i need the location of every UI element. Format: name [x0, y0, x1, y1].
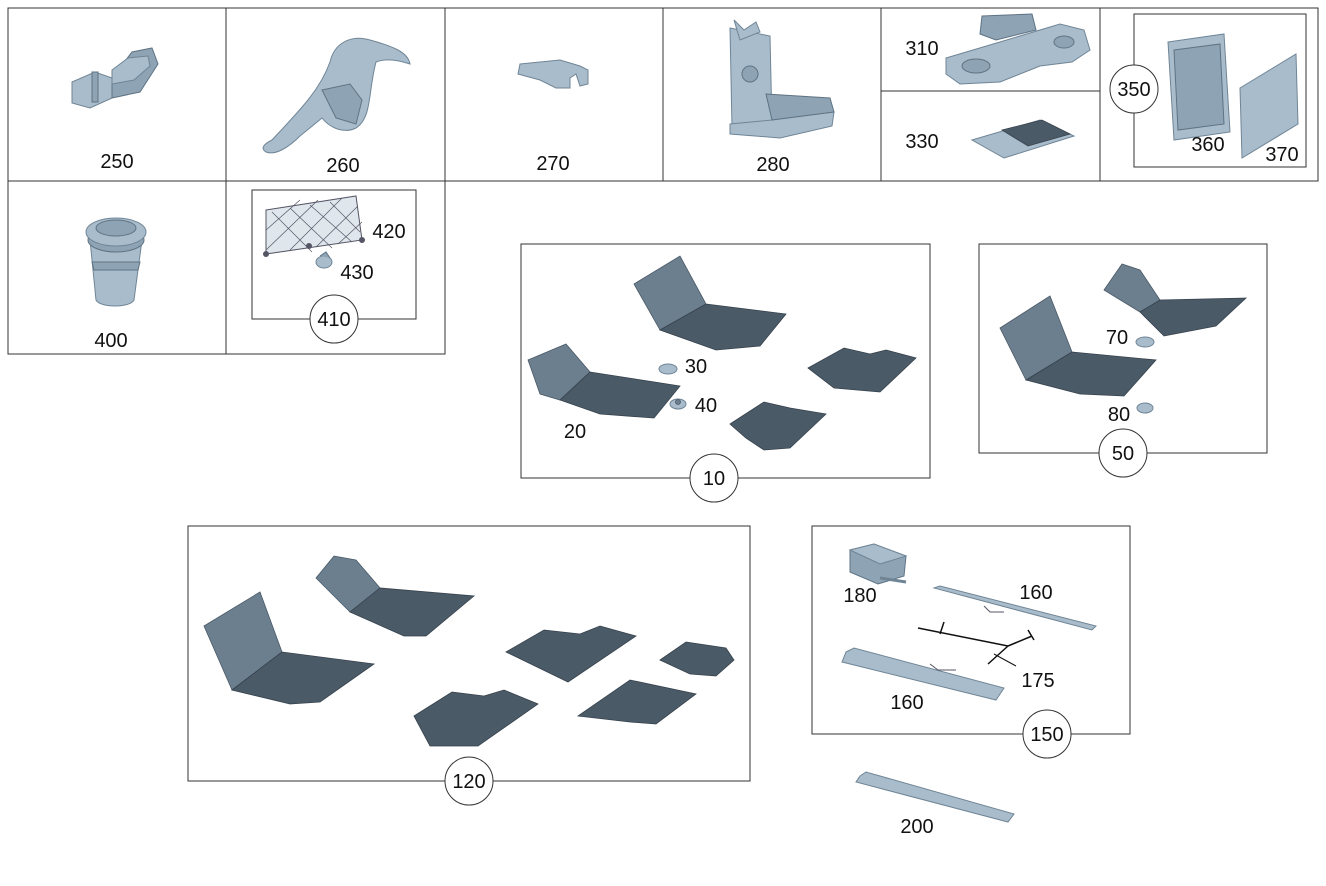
- set-120-mats: [203, 555, 735, 747]
- label-175: 175: [1021, 670, 1054, 692]
- frame-150: [811, 525, 1131, 735]
- callout-350: [1109, 64, 1159, 114]
- part-370-pad: [1239, 53, 1299, 159]
- part-70-clip: [1135, 336, 1155, 348]
- part-330-tray: [970, 119, 1076, 159]
- part-160-sill-upper: [932, 585, 1097, 631]
- callout-50: [1098, 428, 1148, 478]
- part-400-bin: [85, 217, 147, 307]
- label-160-lower: 160: [890, 692, 923, 714]
- set-10-mats: [527, 255, 917, 451]
- label-10: 10: [703, 468, 725, 490]
- label-80: 80: [1108, 404, 1130, 426]
- label-280: 280: [756, 154, 789, 176]
- label-250: 250: [100, 151, 133, 173]
- part-270-hook: [517, 59, 589, 89]
- callout-10: [689, 453, 739, 503]
- part-360-tablet-holder: [1167, 33, 1231, 141]
- label-420: 420: [372, 221, 405, 243]
- label-260: 260: [326, 155, 359, 177]
- callout-410: [309, 294, 359, 344]
- part-30-clip: [658, 363, 678, 375]
- label-180: 180: [843, 585, 876, 607]
- part-175-harness: [917, 621, 1035, 667]
- part-280-stand: [729, 19, 835, 139]
- label-150: 150: [1030, 724, 1063, 746]
- label-310: 310: [905, 38, 938, 60]
- label-270: 270: [536, 153, 569, 175]
- label-430: 430: [340, 262, 373, 284]
- label-400: 400: [94, 330, 127, 352]
- label-20: 20: [564, 421, 586, 443]
- part-430-clip: [315, 251, 333, 269]
- part-250-holder: [71, 47, 159, 109]
- label-330: 330: [905, 131, 938, 153]
- part-260-hanger: [262, 37, 411, 154]
- part-310-organizer: [945, 13, 1091, 85]
- callout-120: [444, 756, 494, 806]
- label-40: 40: [695, 395, 717, 417]
- label-50: 50: [1112, 443, 1134, 465]
- part-200-sill: [855, 771, 1015, 823]
- label-360: 360: [1191, 134, 1224, 156]
- part-40-clip: [669, 398, 687, 410]
- part-80-clip: [1136, 402, 1154, 414]
- label-160-upper: 160: [1019, 582, 1052, 604]
- label-350: 350: [1117, 79, 1150, 101]
- label-70: 70: [1106, 327, 1128, 349]
- label-370: 370: [1265, 144, 1298, 166]
- label-120: 120: [452, 771, 485, 793]
- part-160-sill-lower: [841, 647, 1005, 701]
- part-180-control-unit: [848, 543, 908, 585]
- set-50-mats: [999, 263, 1248, 397]
- label-200: 200: [900, 816, 933, 838]
- callout-150: [1022, 709, 1072, 759]
- label-30: 30: [685, 356, 707, 378]
- part-420-net: [263, 195, 365, 257]
- label-410: 410: [317, 309, 350, 331]
- accessory-grid: [7, 7, 1319, 355]
